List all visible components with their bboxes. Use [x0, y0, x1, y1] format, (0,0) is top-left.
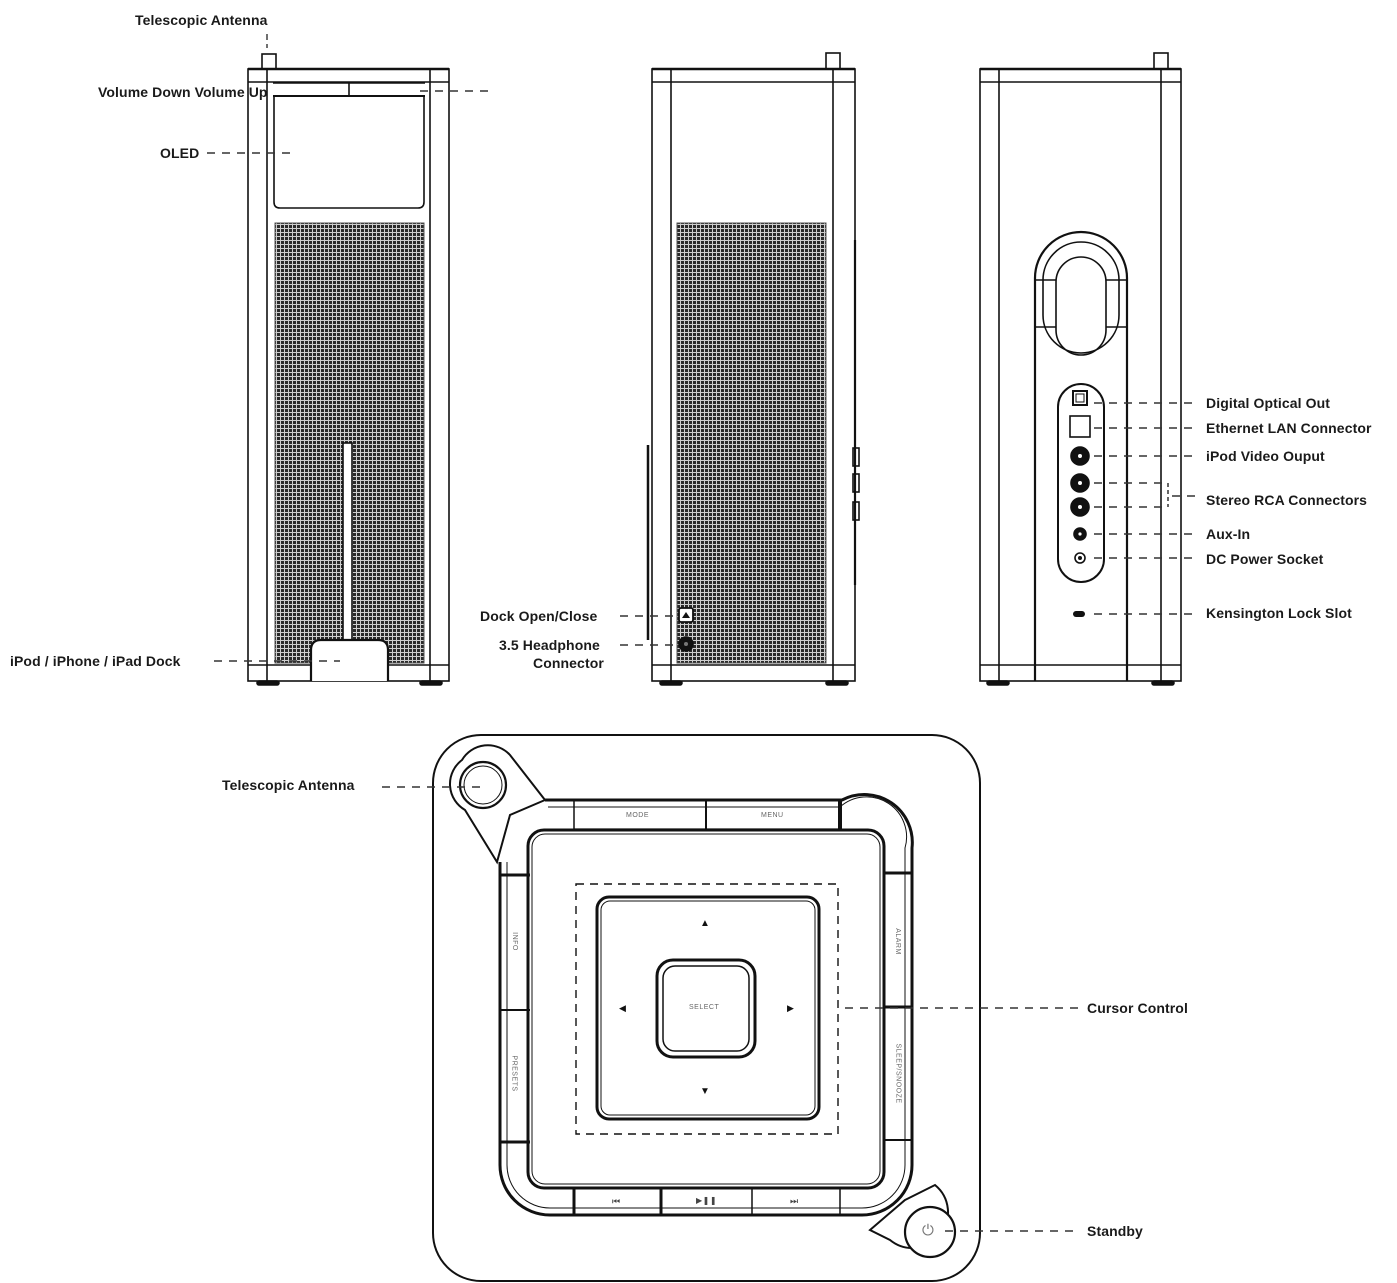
label-cursor-control: Cursor Control — [1087, 1000, 1188, 1016]
label-dc-power: DC Power Socket — [1206, 551, 1324, 567]
left-arrow-icon[interactable]: ◀ — [619, 1003, 627, 1013]
presets-button[interactable]: PRESETS — [510, 1055, 518, 1092]
power-icon[interactable]: ⏻ — [922, 1222, 935, 1239]
antenna-stub — [261, 53, 277, 70]
label-ethernet-lan: Ethernet LAN Connector — [1206, 420, 1372, 436]
label-oled: OLED — [160, 145, 200, 161]
front-view — [247, 34, 450, 686]
down-arrow-icon[interactable]: ▼ — [700, 1086, 711, 1097]
label-stereo-rca: Stereo RCA Connectors — [1206, 492, 1368, 508]
info-button[interactable]: INFO — [510, 932, 518, 951]
top-view — [432, 734, 981, 1282]
play-pause-icon[interactable]: ▶❚❚ — [696, 1196, 718, 1205]
label-headphone-line2: Connector — [533, 655, 604, 671]
label-dock-open-close: Dock Open/Close — [480, 608, 598, 624]
label-telescopic-antenna-top: Telescopic Antenna — [222, 777, 355, 793]
sleep-snooze-button[interactable]: SLEEP/SNOOZE — [894, 1043, 902, 1104]
select-button[interactable]: SELECT — [689, 1004, 720, 1011]
label-aux-in: Aux-In — [1206, 526, 1251, 542]
up-arrow-icon[interactable]: ▲ — [700, 918, 711, 929]
label-kensington-lock: Kensington Lock Slot — [1206, 605, 1352, 621]
label-headphone-line1: 3.5 Headphone — [499, 637, 600, 653]
label-standby: Standby — [1087, 1223, 1143, 1239]
label-ipod-video-output: iPod Video Ouput — [1206, 448, 1325, 464]
alarm-button[interactable]: ALARM — [893, 928, 901, 955]
right-arrow-icon[interactable]: ▶ — [787, 1003, 795, 1013]
menu-button[interactable]: MENU — [761, 812, 784, 819]
back-view — [979, 52, 1182, 686]
next-track-icon[interactable]: ⏭ — [790, 1196, 799, 1206]
side-view — [646, 52, 860, 686]
label-volume-buttons: Volume Down Volume Up — [98, 84, 268, 100]
label-ipod-dock: iPod / iPhone / iPad Dock — [10, 653, 181, 669]
mode-button[interactable]: MODE — [626, 812, 649, 819]
label-telescopic-antenna-front: Telescopic Antenna — [135, 12, 268, 28]
previous-track-icon[interactable]: ⏮ — [612, 1196, 621, 1206]
label-digital-optical-out: Digital Optical Out — [1206, 395, 1331, 411]
